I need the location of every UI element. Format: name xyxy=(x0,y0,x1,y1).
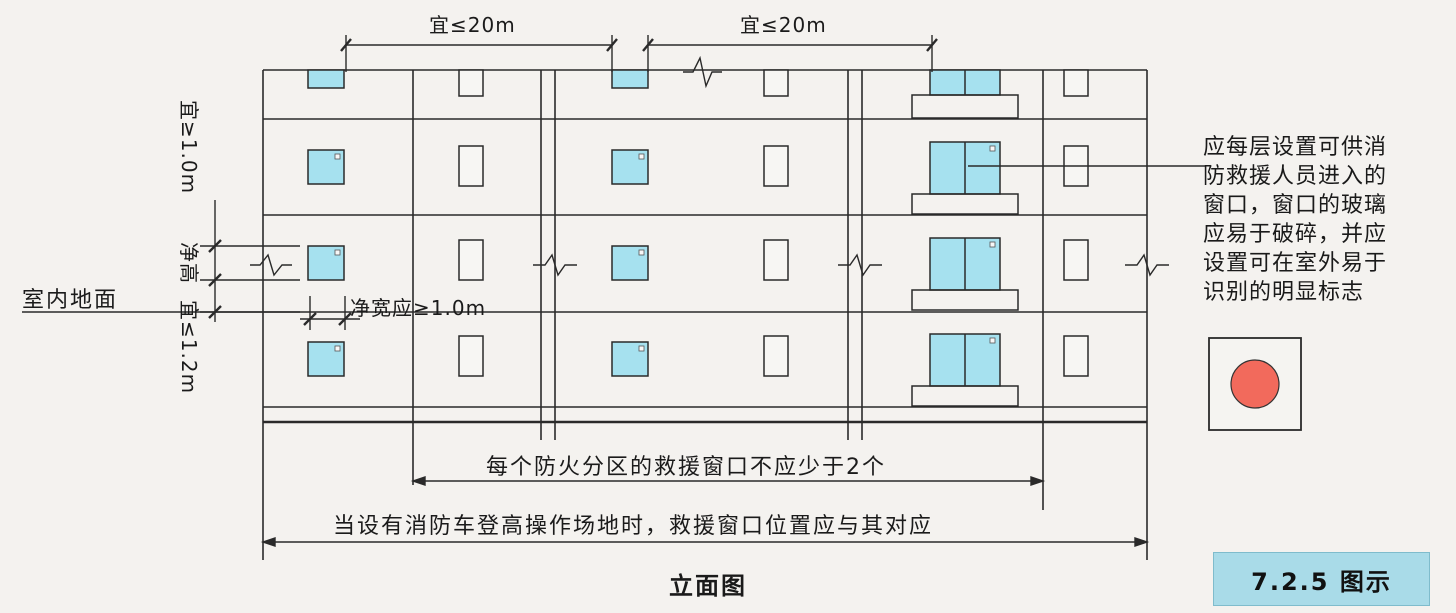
rescue-windows xyxy=(307,69,1001,387)
rescue-window xyxy=(307,69,345,89)
height-label-upper: 宜≥1.0m xyxy=(177,100,201,195)
figure-badge: 7.2.5 图示 xyxy=(1213,552,1430,606)
spacing-dimensions xyxy=(340,35,938,72)
height-label-mid: 净高 xyxy=(177,242,201,284)
spacing-label-right: 宜≤20m xyxy=(740,13,827,37)
height-dimensions xyxy=(200,200,300,322)
note-line: 应易于破碎，并应 xyxy=(1203,222,1388,247)
indoor-floor-label: 室内地面 xyxy=(22,288,119,313)
building-outline xyxy=(262,69,1148,560)
balconies xyxy=(911,94,1019,407)
floor-and-width-lines xyxy=(22,296,360,330)
rescue-window xyxy=(611,69,649,89)
clear-width-label: 净宽应≥1.0m xyxy=(350,296,487,320)
aerial-site-label: 当设有消防车登高操作场地时，救援窗口位置应与其对应 xyxy=(333,514,934,539)
note-line: 应每层设置可供消 xyxy=(1203,135,1388,160)
min-windows-label: 每个防火分区的救援窗口不应少于2个 xyxy=(486,455,886,480)
note-line: 窗口，窗口的玻璃 xyxy=(1203,193,1388,218)
rescue-window-note: 应每层设置可供消 防救援人员进入的 窗口，窗口的玻璃 应易于破碎，并应 设置可在… xyxy=(1203,133,1453,307)
rescue-window xyxy=(611,341,649,377)
note-line: 防救援人员进入的 xyxy=(1203,164,1388,189)
break-symbols xyxy=(250,55,1169,277)
spacing-label-left: 宜≤20m xyxy=(429,13,516,37)
note-line: 设置可在室外易于 xyxy=(1203,251,1388,276)
marker-sign xyxy=(1208,337,1302,431)
bottom-dimensions xyxy=(260,476,1150,547)
elevation-title: 立面图 xyxy=(669,572,747,600)
window-marks xyxy=(334,145,996,352)
ordinary-windows xyxy=(458,69,1089,377)
note-line: 识别的明显标志 xyxy=(1203,280,1365,305)
height-label-lower: 宜≤1.2m xyxy=(177,300,201,395)
